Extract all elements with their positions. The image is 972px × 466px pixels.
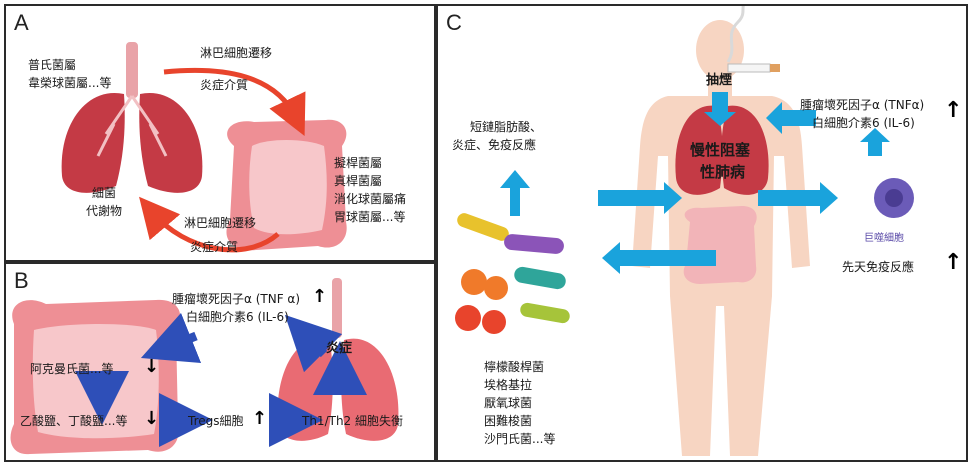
up-arrow-c-innate: ↑ [944,250,962,275]
cigarette [728,64,770,72]
top-arrow-label-2: 炎症介質 [200,76,248,94]
cyan-arrow-bacteria-up [500,170,530,216]
panel-b: B 腫瘤壞死因子α (TNF α) ↑ 白細胞介素6 (IL-6) 炎症 阿克曼… [4,262,436,462]
up-arrow-b-tnf: ↑ [312,286,327,307]
bacteria-c-5: 沙門氏菌...等 [484,430,555,448]
trachea-a [126,42,138,98]
gut-bacteria-2: 真桿菌屬 [334,172,382,190]
gut-bacteria-4: 胃球菌屬...等 [334,208,405,226]
panel-c: C [436,4,968,462]
lung-bacteria-1: 普氏菌屬 [28,56,76,74]
bacteria-c-2: 埃格基拉 [484,376,532,394]
cigarette-filter [770,64,780,72]
top-arrow-label-1: 淋巴細胞遷移 [200,44,272,62]
left-lung-a [62,93,125,193]
scfa-effects-2: 炎症、免疫反應 [452,136,536,154]
bacteria-c-3: 厭氧球菌 [484,394,532,412]
macrophage-label: 巨噬細胞 [864,230,904,248]
gut-bacteria-3: 消化球菌屬痛 [334,190,406,208]
bottom-arrow-label-1: 淋巴細胞遷移 [184,214,256,232]
copd-label-1: 慢性阻塞 [690,140,750,160]
copd-label-2: 性肺病 [700,162,745,182]
intestine-c [684,206,757,284]
bacteria-c-1: 檸檬酸桿菌 [484,358,544,376]
inflammation-b: 炎症 [326,340,352,358]
lung-bacteria-2: 韋榮球菌屬...等 [28,74,111,92]
bottom-arrow-label-2: 炎症介質 [190,238,238,256]
smoking-label: 抽煙 [706,72,732,90]
cytokine-il6-b: 白細胞介素6 (IL-6) [186,308,289,326]
scfa-b: 乙酸鹽、丁酸鹽...等 [20,412,127,430]
trachea-b [332,278,342,338]
scfa-effects-1: 短鏈脂肪酸、 [470,118,542,136]
cyan-arrow-macrophage-up [860,128,890,156]
th-imbalance-b: Th1/Th2 細胞失衡 [302,412,403,430]
cytokine-il6-c: 白細胞介素6 (IL-6) [812,114,915,132]
panel-a: A 普氏菌屬 韋榮球菌屬...等 淋巴細胞遷移 炎症介質 擬桿菌屬 真桿菌屬 消… [4,4,436,262]
down-arrow-b-akk: ↓ [144,356,159,377]
metabolites-2: 代謝物 [86,202,122,220]
gut-bacteria-1: 擬桿菌屬 [334,154,382,172]
cytokine-tnf-b: 腫瘤壞死因子α (TNF α) [172,290,300,308]
bacteria-cluster [455,211,571,334]
metabolites-1: 細菌 [92,184,116,202]
akkermansia-b: 阿克曼氏菌...等 [30,360,113,378]
up-arrow-c-cytokines: ↑ [944,98,962,123]
cytokine-tnf-c: 腫瘤壞死因子α (TNFα) [800,96,924,114]
tregs-b: Tregs細胞 [188,412,244,430]
up-arrow-b-tregs: ↑ [252,408,267,429]
right-lung-a [139,93,202,193]
down-arrow-b-scfa: ↓ [144,408,159,429]
innate-immunity-label: 先天免疫反應 [842,258,914,276]
bacteria-c-4: 困難梭菌 [484,412,532,430]
